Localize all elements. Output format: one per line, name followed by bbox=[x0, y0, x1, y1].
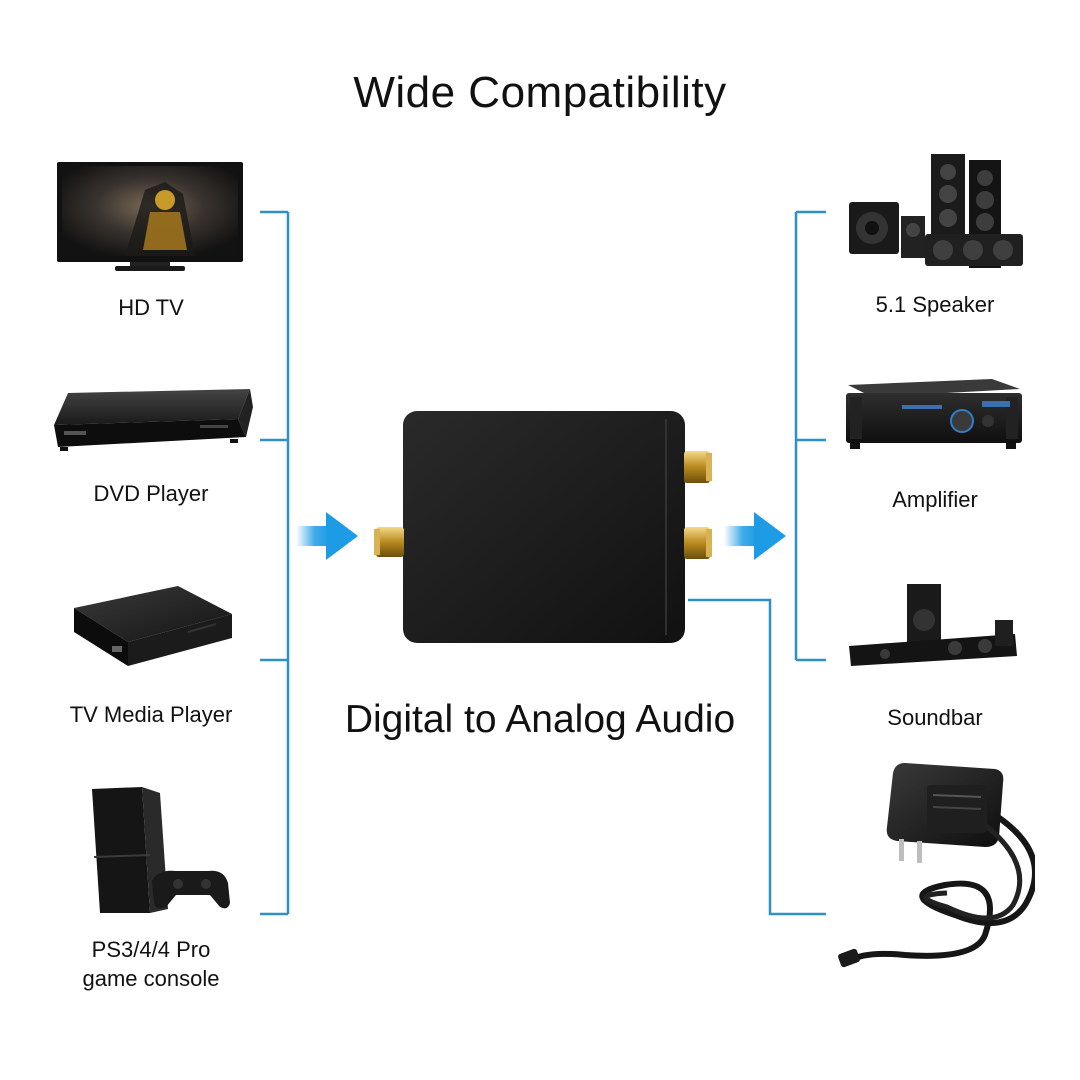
dac-converter-icon bbox=[374, 411, 712, 643]
power-wire bbox=[688, 598, 826, 916]
source-label-hd-tv: HD TV bbox=[118, 295, 184, 320]
tv-icon bbox=[57, 162, 243, 271]
speaker-system-icon bbox=[849, 154, 1023, 268]
output-arrow-icon bbox=[724, 512, 786, 560]
output-label-amplifier: Amplifier bbox=[892, 487, 978, 512]
media-player-icon bbox=[74, 586, 232, 666]
amplifier-icon bbox=[846, 379, 1022, 449]
game-console-icon bbox=[92, 787, 230, 913]
right-bracket bbox=[794, 210, 826, 662]
power-adapter-icon bbox=[838, 763, 1035, 968]
source-label-game-console: PS3/4/4 Pro game console bbox=[82, 937, 220, 991]
soundbar-icon bbox=[849, 584, 1017, 666]
input-arrow-icon bbox=[296, 512, 358, 560]
source-label-media-player: TV Media Player bbox=[69, 702, 233, 727]
page-title: Wide Compatibility bbox=[353, 68, 727, 117]
dvd-player-icon bbox=[54, 389, 253, 451]
output-label-soundbar: Soundbar bbox=[887, 705, 983, 730]
left-bracket bbox=[260, 210, 290, 916]
device-subtitle: Digital to Analog Audio bbox=[344, 698, 736, 741]
source-label-dvd-player: DVD Player bbox=[93, 481, 209, 506]
output-label-speaker: 5.1 Speaker bbox=[875, 292, 995, 317]
